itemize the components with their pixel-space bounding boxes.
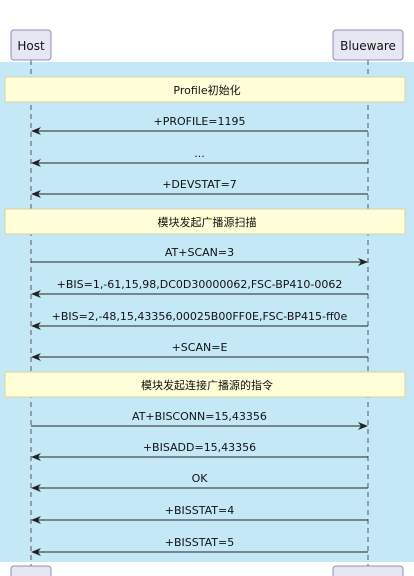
divider-label-0: Profile初始化 — [173, 83, 240, 97]
message-label-1: +PROFILE=1195 — [153, 115, 245, 128]
arrowhead-7 — [31, 322, 41, 330]
participant-label-host-top: Host — [17, 39, 45, 53]
message-label-3: +DEVSTAT=7 — [162, 178, 237, 191]
divider-9 — [4, 371, 406, 398]
arrowhead-12 — [31, 484, 41, 492]
arrowhead-13 — [31, 516, 41, 524]
arrowhead-6 — [31, 290, 41, 298]
message-label-12: OK — [192, 472, 209, 485]
message-label-8: +SCAN=E — [172, 341, 228, 354]
arrowhead-8 — [31, 353, 41, 361]
participant-box-host-top — [10, 29, 52, 61]
divider-label-9: 模块发起连接广播源的指令 — [141, 378, 273, 392]
arrowhead-1 — [31, 127, 41, 135]
message-label-13: +BISSTAT=4 — [165, 504, 234, 517]
message-label-14: +BISSTAT=5 — [165, 536, 234, 549]
divider-4 — [4, 208, 406, 235]
participant-label-blueware-top: Blueware — [340, 39, 396, 53]
arrowhead-3 — [31, 190, 41, 198]
arrowhead-10 — [358, 422, 368, 430]
message-label-7: +BIS=2,-48,15,43356,00025B00FF0E,FSC-BP4… — [52, 310, 348, 323]
arrowhead-11 — [31, 453, 41, 461]
arrowhead-14 — [31, 548, 41, 556]
message-label-2: ... — [194, 147, 205, 160]
message-label-6: +BIS=1,-61,15,98,DC0D30000062,FSC-BP410-… — [57, 278, 343, 291]
arrowhead-2 — [31, 159, 41, 167]
participant-box-blueware-bottom — [332, 565, 404, 576]
divider-label-4: 模块发起广播源扫描 — [158, 215, 257, 229]
message-label-5: AT+SCAN=3 — [165, 246, 234, 259]
participant-box-host-bottom — [10, 565, 52, 576]
participant-box-blueware-top — [332, 29, 404, 61]
lifeline-band — [0, 62, 414, 562]
message-label-11: +BISADD=15,43356 — [143, 441, 256, 454]
arrowhead-5 — [358, 258, 368, 266]
message-label-10: AT+BISCONN=15,43356 — [132, 410, 267, 423]
divider-0 — [4, 76, 406, 103]
